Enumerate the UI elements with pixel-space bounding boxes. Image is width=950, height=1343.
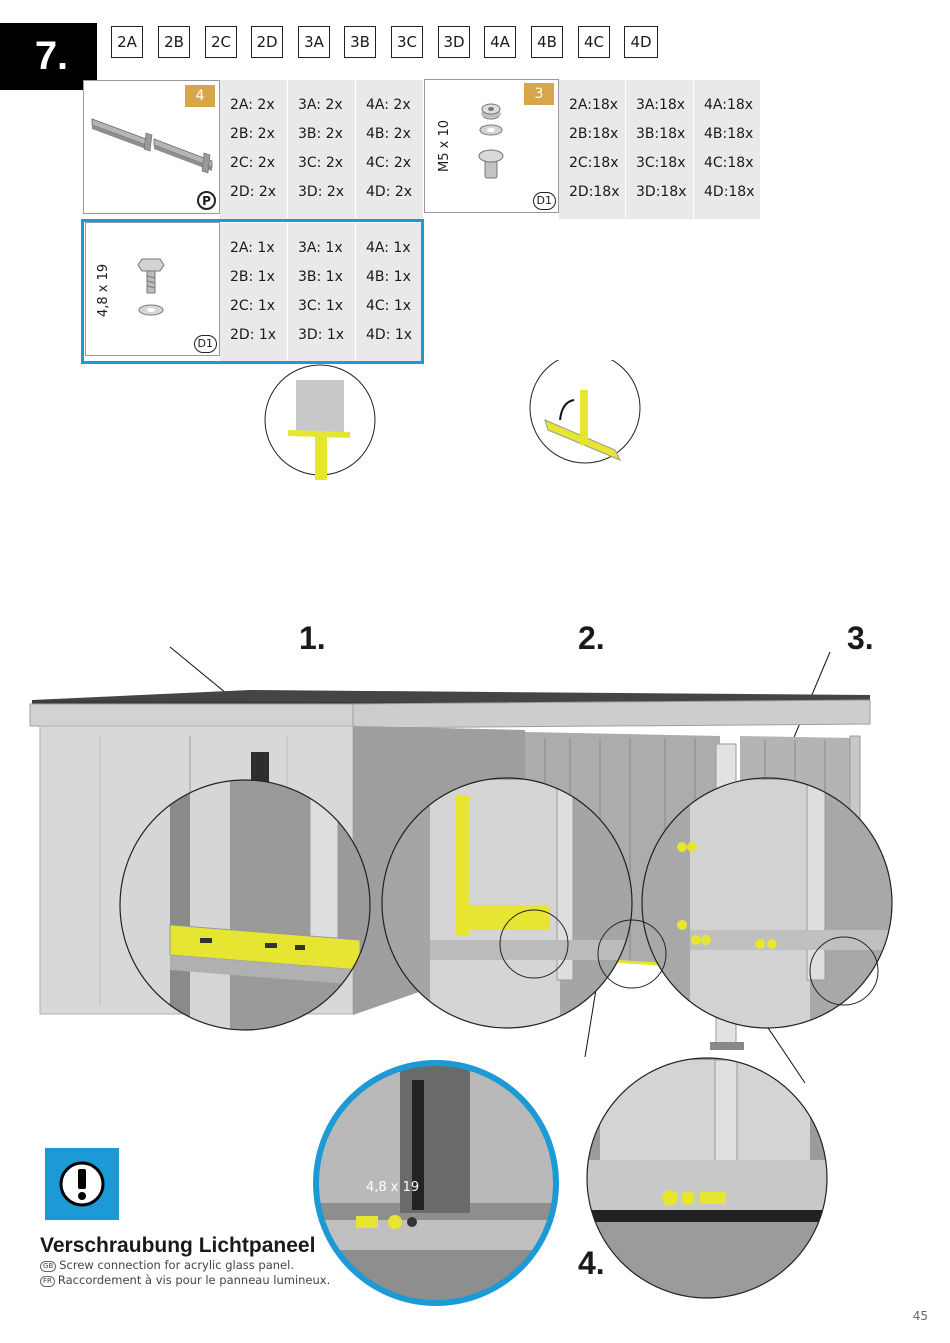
qty-column: 3A:18x 3B:18x 3C:18x 3D:18x: [626, 80, 693, 219]
variant-tag: 2D: [251, 26, 283, 58]
variant-tag: 3D: [438, 26, 470, 58]
size-label: 4,8 x 19: [96, 263, 111, 317]
detail-label-1: 1.: [299, 620, 326, 656]
part-screw-box: M5 x 10 3 D1: [424, 79, 559, 213]
qty-cell: 3B: 1x: [298, 269, 343, 285]
detail-label-3: 3.: [847, 620, 874, 656]
assembly-illustration: [29, 360, 893, 1306]
note-text: Raccordement à vis pour le panneau lumin…: [57, 1273, 331, 1287]
highlighted-part-frame: [81, 219, 424, 364]
variant-tag: 3C: [391, 26, 423, 58]
part-marker: P: [197, 191, 216, 210]
qty-cell: 3A: 2x: [298, 97, 343, 113]
rail-profile-icon: [91, 118, 213, 174]
qty-cell: 2A: 1x: [230, 240, 275, 256]
variant-tag: 4A: [484, 26, 516, 58]
qty-cell: 2A:18x: [569, 97, 619, 113]
note-text: Screw connection for acrylic glass panel…: [59, 1258, 294, 1272]
qty-cell: 2D: 1x: [230, 327, 277, 343]
variant-tag: 2C: [205, 26, 237, 58]
variant-tag: 3A: [298, 26, 330, 58]
screw-size-label: 4,8 x 19: [366, 1180, 420, 1195]
page-number: 45: [912, 1309, 928, 1323]
warning-icon: [45, 1148, 119, 1220]
detail-circle-2: [382, 778, 632, 1028]
detail-circle-3: [642, 778, 892, 1028]
qty-cell: 3D: 1x: [298, 327, 345, 343]
qty-column: 2A: 2x 2B: 2x 2C: 2x 2D: 2x: [220, 80, 287, 219]
qty-column: 3A: 1x 3B: 1x 3C: 1x 3D: 1x: [288, 223, 355, 361]
qty-cell: 2D: 2x: [230, 184, 277, 200]
exclamation-icon: [59, 1161, 105, 1207]
qty-cell: 4B:18x: [704, 126, 754, 142]
qty-column: 4A:18x 4B:18x 4C:18x 4D:18x: [694, 80, 760, 219]
qty-column: 4A: 2x 4B: 2x 4C: 2x 4D: 2x: [356, 80, 423, 219]
qty-cell: 3C: 2x: [298, 155, 344, 171]
qty-cell: 4D: 1x: [366, 327, 413, 343]
inset-circle-1: [264, 364, 376, 480]
part-tapping-screw-box: 4,8 x 19 D1: [85, 222, 220, 356]
variant-tag: 4C: [578, 26, 610, 58]
qty-cell: 4C: 2x: [366, 155, 412, 171]
inset-circle-2: [529, 360, 641, 464]
qty-cell: 3B:18x: [636, 126, 686, 142]
detail-label-4: 4.: [578, 1245, 605, 1281]
qty-cell: 3D:18x: [636, 184, 687, 200]
qty-column: 2A: 1x 2B: 1x 2C: 1x 2D: 1x: [220, 223, 287, 361]
qty-cell: 4C:18x: [704, 155, 754, 171]
qty-cell: 3D: 2x: [298, 184, 345, 200]
qty-cell: 2B: 1x: [230, 269, 275, 285]
package-icon: 3: [524, 83, 554, 105]
qty-cell: 2C: 1x: [230, 298, 276, 314]
lang-flag-fr: FR: [40, 1276, 55, 1287]
qty-column: 3A: 2x 3B: 2x 3C: 2x 3D: 2x: [288, 80, 355, 219]
part-rail-box: 4 P: [83, 80, 220, 214]
variant-tag: 4D: [624, 26, 658, 58]
variant-tag: 2B: [158, 26, 190, 58]
qty-cell: 2B: 2x: [230, 126, 275, 142]
qty-cell: 4A: 1x: [366, 240, 411, 256]
variant-tag: 2A: [111, 26, 143, 58]
detail-circle-blue: [316, 1063, 556, 1303]
qty-cell: 3C: 1x: [298, 298, 344, 314]
qty-cell: 2B:18x: [569, 126, 619, 142]
lang-flag-gb: GB: [40, 1261, 57, 1272]
qty-column: 2A:18x 2B:18x 2C:18x 2D:18x: [559, 80, 625, 219]
step-number: 7.: [0, 23, 97, 90]
variant-tag: 4B: [531, 26, 563, 58]
qty-cell: 4D:18x: [704, 184, 755, 200]
note-title: Verschraubung Lichtpaneel: [40, 1234, 316, 1257]
qty-cell: 4B: 2x: [366, 126, 411, 142]
part-marker: D1: [532, 192, 556, 210]
qty-cell: 4D: 2x: [366, 184, 413, 200]
qty-cell: 2D:18x: [569, 184, 620, 200]
detail-label-2: 2.: [578, 620, 605, 656]
qty-cell: 2A: 2x: [230, 97, 275, 113]
qty-cell: 4A: 2x: [366, 97, 411, 113]
qty-cell: 2C:18x: [569, 155, 619, 171]
qty-cell: 3B: 2x: [298, 126, 343, 142]
part-marker: D1: [193, 335, 217, 353]
variant-tag: 3B: [344, 26, 376, 58]
inset-circle-3: [499, 909, 879, 1006]
qty-cell: 3A:18x: [636, 97, 686, 113]
qty-cell: 4B: 1x: [366, 269, 411, 285]
package-icon: 4: [185, 85, 215, 107]
tapping-screw-icon: [137, 258, 165, 316]
screw-nut-icon: [478, 103, 504, 179]
qty-cell: 4C: 1x: [366, 298, 412, 314]
qty-column: 4A: 1x 4B: 1x 4C: 1x 4D: 1x: [356, 223, 421, 361]
qty-cell: 4A:18x: [704, 97, 754, 113]
qty-cell: 3C:18x: [636, 155, 686, 171]
qty-cell: 3A: 1x: [298, 240, 343, 256]
size-label: M5 x 10: [437, 120, 452, 172]
qty-cell: 2C: 2x: [230, 155, 276, 171]
